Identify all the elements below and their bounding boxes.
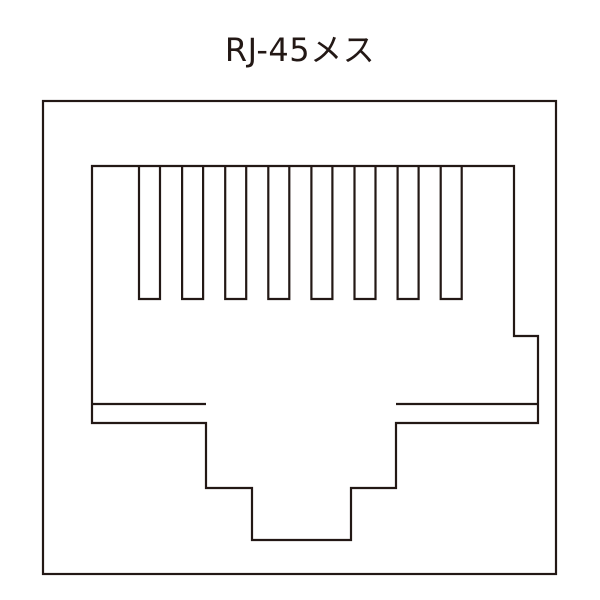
contact-pin-7 (396, 166, 420, 301)
contact-pins (137, 166, 463, 301)
contact-pin-3 (224, 166, 248, 301)
contact-pin-6 (353, 166, 377, 301)
jack-housing-frame (41, 99, 558, 576)
contact-pin-1 (137, 166, 162, 301)
contact-pin-5 (310, 166, 334, 301)
diagram-title: RJ-45メス (224, 31, 376, 69)
contact-pin-2 (181, 166, 205, 301)
jack-port-opening (90, 164, 540, 542)
contact-pin-8 (439, 166, 463, 301)
contact-pin-4 (267, 166, 291, 301)
